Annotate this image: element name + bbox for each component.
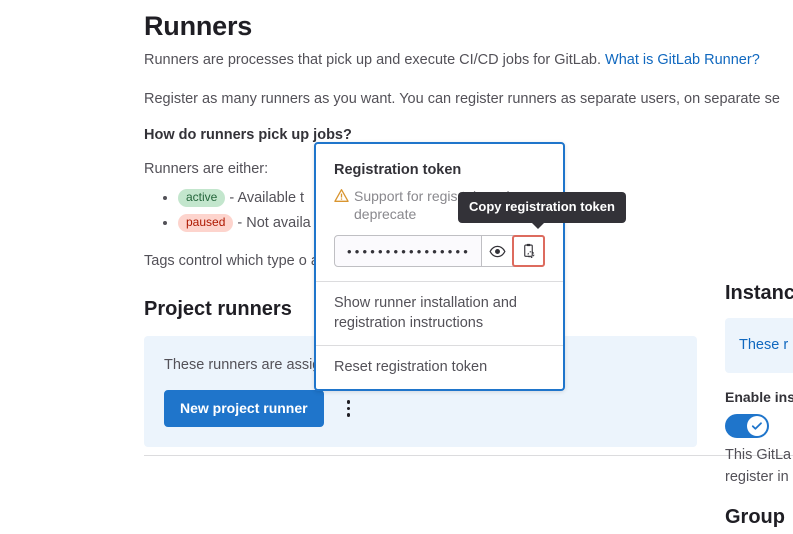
instance-runners-panel-text: These r — [739, 337, 789, 353]
enable-instance-runners-label: Enable ins — [725, 389, 793, 405]
instance-runners-desc-line2: register in — [725, 469, 789, 485]
status-badge-paused: paused — [178, 214, 234, 232]
eye-icon[interactable] — [481, 236, 512, 266]
registration-token-value[interactable]: •••••••••••••••• — [347, 243, 472, 259]
how-runners-pick-jobs-heading: How do runners pick up jobs? — [144, 127, 352, 143]
project-runners-heading: Project runners — [144, 298, 292, 320]
clipboard-copy-icon-glyph — [524, 243, 535, 259]
tooltip-text: Copy registration token — [469, 199, 615, 214]
group-runners-heading: Group — [725, 506, 785, 528]
project-runners-panel-text: These runners are assig — [164, 357, 321, 373]
kebab-dot — [346, 406, 351, 411]
warning-triangle-icon — [334, 189, 349, 202]
tooltip-arrow — [531, 222, 545, 229]
registration-token-popover: Registration token Support for regis tok… — [314, 142, 565, 391]
reset-registration-token-item[interactable]: Reset registration token — [316, 345, 563, 389]
instance-runners-desc-line1: This GitLa — [725, 447, 792, 463]
list-item: active - Available t — [178, 186, 793, 211]
register-paragraph: Register as many runners as you want. Yo… — [144, 91, 780, 107]
instance-runners-heading: Instanc — [725, 282, 793, 304]
project-runners-info-panel: These runners are assig New project runn… — [144, 336, 697, 447]
kebab-dot — [346, 400, 351, 404]
new-project-runner-button[interactable]: New project runner — [164, 390, 324, 427]
kebab-dot — [346, 413, 351, 417]
status-badge-active-desc: - Available t — [225, 190, 305, 206]
status-badge-paused-desc: - Not availa — [233, 215, 311, 231]
eye-icon-glyph — [488, 245, 506, 257]
runners-description: Runners are processes that pick up and e… — [144, 49, 793, 71]
section-divider — [144, 455, 793, 456]
show-runner-installation-instructions-item[interactable]: Show runner installation and registratio… — [316, 281, 563, 345]
enable-instance-runners-toggle[interactable] — [725, 414, 769, 438]
kebab-menu-icon[interactable] — [336, 394, 362, 424]
instance-runners-info-panel: These r — [725, 318, 793, 373]
project-runners-actions: New project runner — [164, 390, 677, 427]
check-icon — [751, 422, 762, 430]
toggle-knob — [747, 416, 767, 436]
list-item: paused - Not availa — [178, 211, 793, 236]
clipboard-copy-icon[interactable] — [512, 235, 545, 267]
runner-states-list: active - Available t paused - Not availa — [144, 186, 793, 236]
status-badge-active: active — [178, 189, 226, 207]
runners-description-text: Runners are processes that pick up and e… — [144, 52, 606, 68]
copy-registration-token-tooltip: Copy registration token — [458, 192, 626, 229]
right-column: Instanc These r Enable ins This GitLa re… — [725, 280, 793, 534]
what-is-gitlab-runner-link[interactable]: What is GitLab Runner? — [605, 52, 760, 68]
runners-are-either-text: Runners are either: — [144, 161, 269, 177]
page-title: Runners — [144, 11, 253, 41]
registration-token-title: Registration token — [334, 162, 462, 178]
registration-token-field-row: •••••••••••••••• — [334, 235, 545, 267]
